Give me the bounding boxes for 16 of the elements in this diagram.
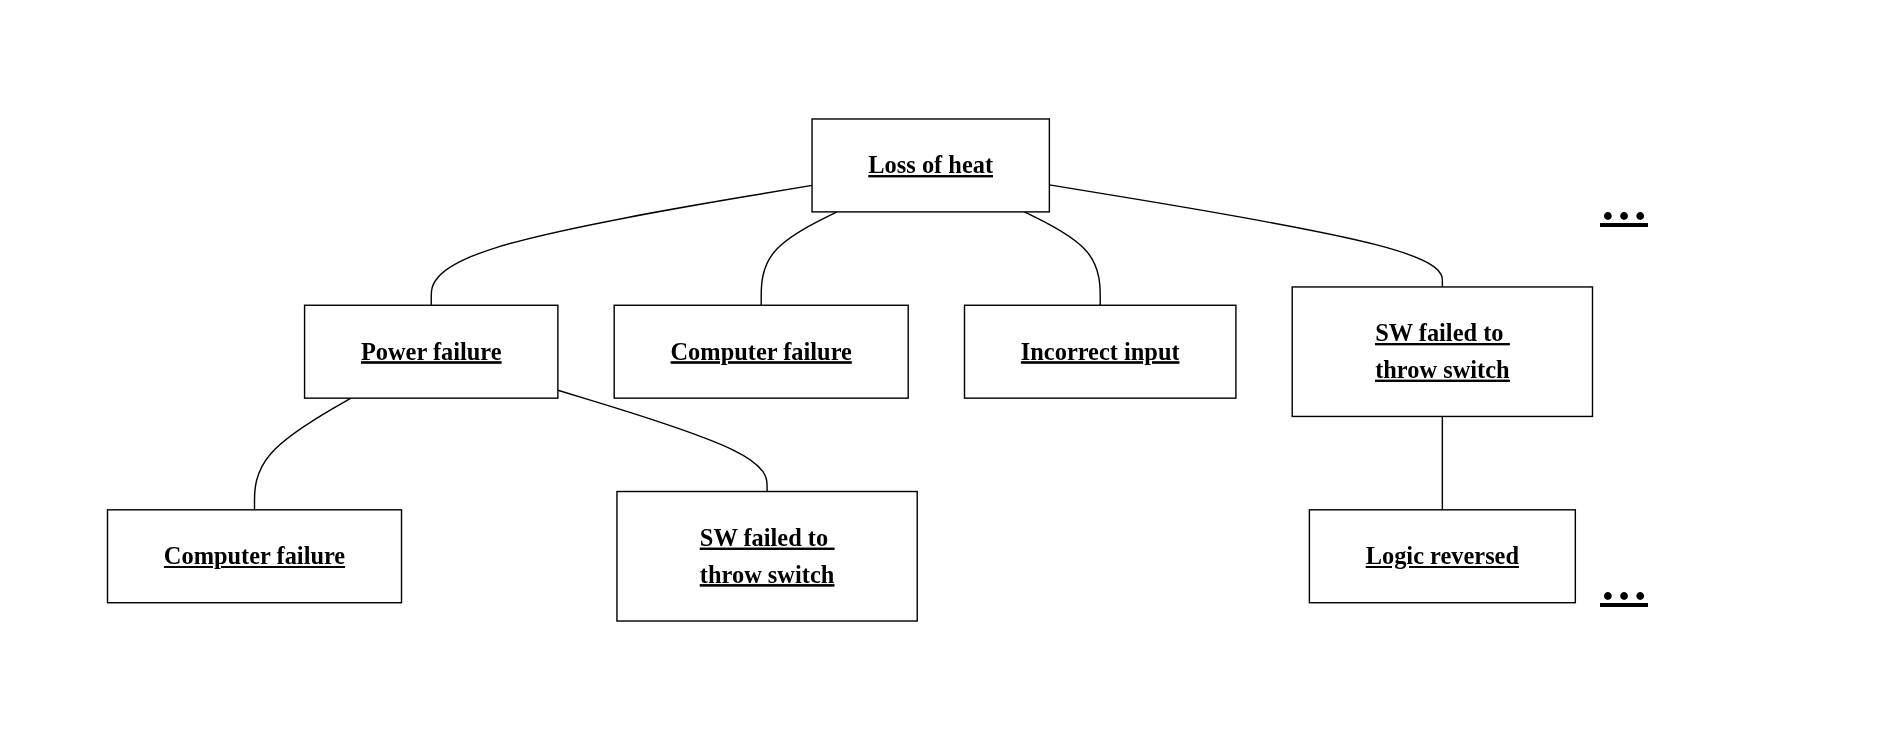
node-box: SW failed to throw switch: [616, 490, 918, 622]
node-box: Logic reversed: [1308, 509, 1577, 604]
node-box: Computer failure: [613, 304, 909, 399]
ellipsis-label: …: [1600, 180, 1648, 228]
node-box: Incorrect input: [963, 304, 1237, 399]
connector: [760, 211, 838, 306]
connector: [1023, 211, 1101, 306]
connector: [1441, 415, 1444, 511]
ellipsis-label: …: [1600, 560, 1648, 608]
connector: [430, 184, 813, 306]
connector: [557, 389, 768, 493]
node-box: Computer failure: [106, 509, 403, 604]
node-box: Loss of heat: [811, 118, 1051, 213]
connector: [253, 397, 352, 511]
node-box: SW failed to throw switch: [1291, 286, 1594, 418]
node-box: Power failure: [303, 304, 559, 399]
